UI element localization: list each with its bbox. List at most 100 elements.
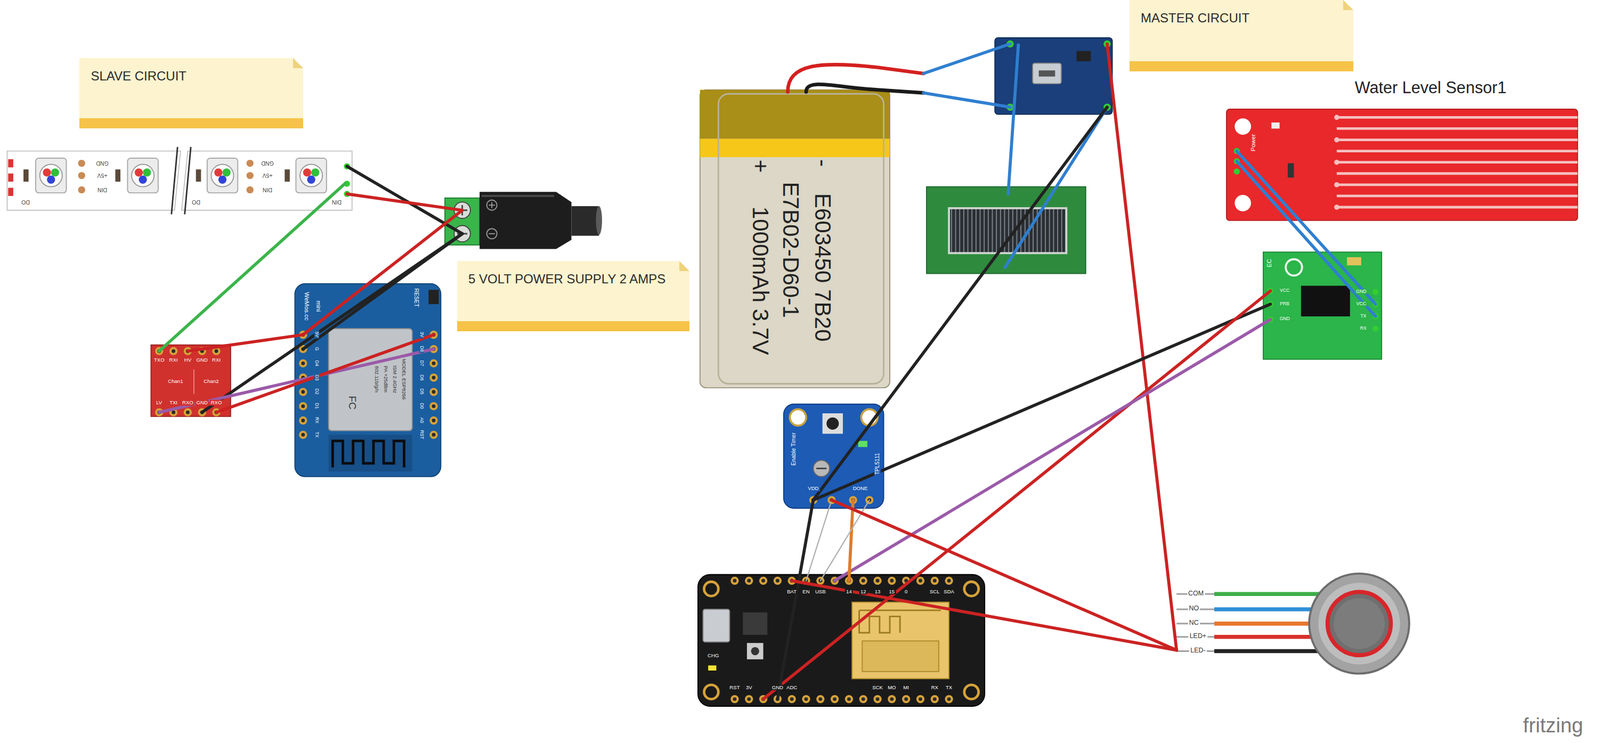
pin-label: BAT [785, 589, 798, 596]
pin-label: RST [418, 428, 424, 441]
pin-label: GND [195, 400, 209, 406]
water-level-sensor [1226, 109, 1578, 221]
led-strip [6, 147, 352, 215]
board-marking: RESET [413, 287, 420, 309]
pin-label: D2 [313, 387, 319, 396]
wire-label: NO [1187, 605, 1200, 614]
pin-label: +5V [261, 172, 274, 180]
ec-board [1263, 252, 1382, 360]
board-marking: TPL5111 [874, 452, 881, 477]
pin-label: 3V [418, 330, 424, 339]
pin-label: GND [195, 357, 209, 364]
pin-label: 0 [903, 589, 909, 596]
wire-label: LED+ [1188, 632, 1208, 641]
level-shifter [150, 345, 231, 417]
part-title: Water Level Sensor1 [1353, 78, 1508, 97]
wire-label: COM [1187, 590, 1205, 598]
pin-label: EN [801, 589, 811, 596]
pin-label: VCC [1278, 288, 1291, 294]
board-marking: Power [1249, 133, 1257, 153]
pin-label: SCK [871, 685, 884, 692]
pin-label: RXI [168, 357, 180, 364]
watermark: fritzing [1521, 714, 1585, 737]
pin-label: GND [94, 160, 110, 167]
pin-label: GND [1354, 289, 1368, 295]
note-band [457, 321, 690, 332]
pin-label: 3V [744, 685, 754, 692]
board-marking: EC [1265, 257, 1273, 269]
wires [159, 43, 1376, 700]
sticky-note: MASTER CIRCUIT [1129, 0, 1353, 72]
pin-label: 15 [888, 589, 897, 596]
pin-label: DIN [330, 198, 343, 206]
pin-label: HV [183, 357, 193, 364]
note-text: 5 VOLT POWER SUPPLY 2 AMPS [468, 271, 666, 287]
pin-label: VDD [806, 485, 820, 492]
pin-label: GND [260, 160, 275, 167]
pin-label: RXO [209, 400, 224, 406]
pin-label: D6 [418, 373, 424, 382]
board-marking: Enable Timer [790, 431, 798, 467]
pin-label: 13 [873, 589, 882, 596]
note-fold [1343, 0, 1354, 11]
module-marking: MODEL ESP8266 [401, 358, 408, 402]
pin-label: PRB [1278, 301, 1291, 307]
pin-label: TXO [152, 357, 166, 364]
pin-label: TX [944, 685, 954, 692]
pin-label: DIN [261, 186, 274, 193]
pin-label: DO [20, 198, 31, 206]
note-text: MASTER CIRCUIT [1140, 10, 1250, 26]
sticky-note: SLAVE CIRCUIT [79, 58, 303, 129]
board-marking: WeMos.cc [303, 290, 311, 322]
pin-label: 12 [859, 589, 868, 596]
pin-label: D4 [313, 359, 319, 368]
note-text: SLAVE CIRCUIT [90, 68, 187, 84]
note-fold [679, 261, 690, 272]
pin-label: SDA [942, 589, 956, 596]
board-marking: Chan2 [202, 378, 220, 385]
pin-label: TXI [168, 400, 179, 406]
note-band [1129, 61, 1353, 72]
pin-label: D3 [313, 373, 319, 382]
pin-label: GND [1278, 317, 1291, 322]
sticky-note: 5 VOLT POWER SUPPLY 2 AMPS [457, 261, 690, 332]
battery-marking: - [809, 158, 835, 168]
note-band [79, 118, 303, 129]
push-button [1176, 573, 1410, 674]
lipo-battery [700, 90, 890, 389]
pin-label: GND [770, 685, 785, 692]
note-fold [293, 58, 304, 69]
pin-label: TX [1359, 313, 1368, 319]
wire-label: NC [1188, 619, 1200, 628]
pin-label: DO [190, 198, 202, 206]
pin-label: 14 [845, 589, 854, 596]
battery-marking: + [748, 158, 773, 175]
pin-label: G [313, 346, 319, 353]
pin-label: VCC [1355, 301, 1368, 307]
pin-label: MO [886, 685, 897, 692]
battery-marking: E7B02-D60-1 [778, 181, 803, 320]
pin-label: DONE [851, 485, 869, 492]
wire-label: LED- [1189, 647, 1207, 655]
dc-jack [444, 191, 603, 249]
pin-label: A0 [418, 416, 424, 425]
pin-label: RXI [210, 357, 222, 364]
pin-label: LV [155, 400, 164, 406]
solar-panel [926, 187, 1086, 274]
pin-label: DIN [95, 186, 108, 193]
pin-label: RST [728, 685, 741, 692]
huzzah-board [697, 574, 985, 707]
wemos-board [294, 283, 441, 477]
pin-label: RX [930, 685, 940, 692]
pin-label: SCL [928, 589, 941, 596]
pin-label: RX [313, 416, 319, 425]
board-marking: Chan1 [166, 378, 184, 385]
module-marking: PA +25dBm [383, 364, 389, 394]
pin-label: 5V [313, 330, 319, 339]
pin-label: RXO [181, 400, 195, 406]
board-marking: CHG [706, 653, 720, 660]
pin-label: USB [814, 589, 827, 596]
pin-label: MI [902, 685, 911, 692]
pin-label: +5V [95, 172, 109, 180]
pin-label: RX [1359, 326, 1368, 331]
